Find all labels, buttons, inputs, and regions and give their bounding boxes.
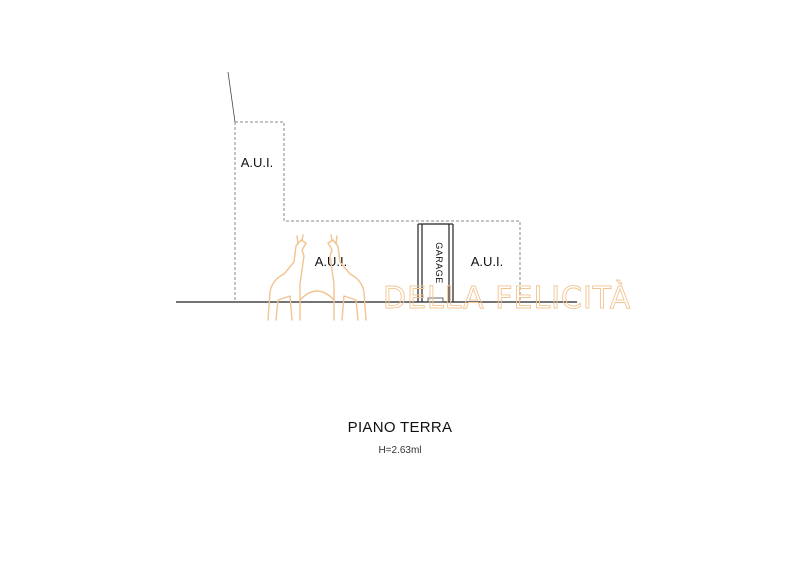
room-label-garage: GARAGE — [434, 242, 444, 284]
giraffes-icon — [267, 234, 367, 321]
height-note: H=2.63ml — [378, 445, 422, 456]
aui-outline — [234, 121, 521, 302]
plan-title: PIANO TERRA — [347, 419, 453, 436]
boundary-line — [227, 71, 236, 123]
room-label-aui-upper: A.U.I. — [241, 155, 274, 170]
room-label-aui-right: A.U.I. — [471, 254, 504, 269]
garage-walls — [417, 223, 454, 303]
watermark-text: DELLA FELICITÀ — [383, 280, 631, 316]
